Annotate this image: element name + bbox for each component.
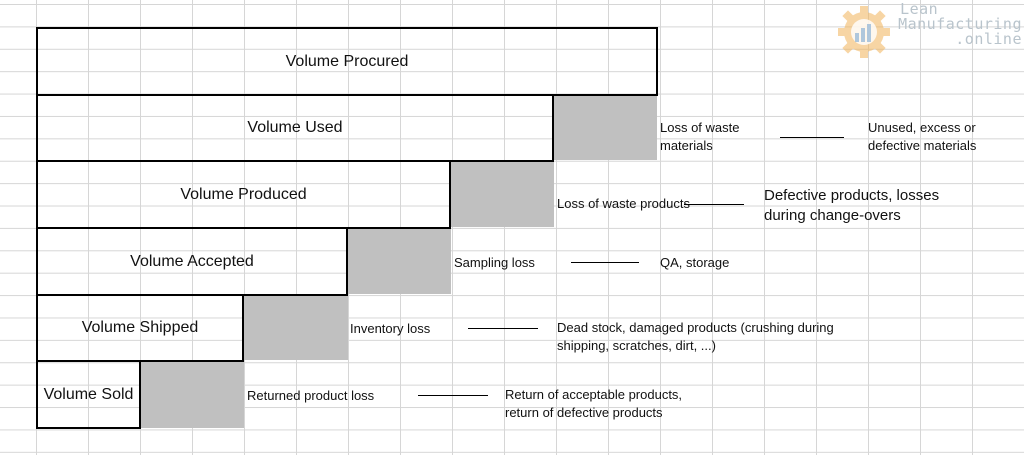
logo-line-2: Manufacturing [898,15,1022,33]
volume-shipped-box: Volume Shipped [36,294,244,362]
volume-used-label: Volume Used [247,119,343,136]
connector-inventory [468,328,538,329]
connector-waste-materials [780,137,844,138]
loss-block-waste-products [451,162,554,227]
loss-label-sampling: Sampling loss [454,255,535,270]
loss-block-returned-product [141,362,244,428]
volume-used-box: Volume Used [36,94,554,162]
cause-label-waste-materials: Unused, excess or defective materials [868,120,977,153]
cause-label-sampling: QA, storage [660,255,730,270]
connector-sampling [571,262,639,263]
volume-produced-label: Volume Produced [180,185,307,203]
volume-shipped-label: Volume Shipped [81,319,199,336]
cause-label-inventory: Dead stock, damaged products (crushing d… [557,320,834,353]
volume-accepted-label: Volume Accepted [130,252,254,270]
volume-procured-label: Volume Procured [285,52,409,70]
loss-label-waste-materials: Loss of waste materials [660,120,740,153]
logo-line-3: .online [955,30,1022,48]
loss-block-waste-materials [554,96,657,160]
lean-manufacturing-logo: Lean Manufacturing .online [834,2,1022,62]
loss-label-returned-product: Returned product loss [247,388,375,403]
volume-procured-box: Volume Procured [36,27,658,96]
gear-chart-icon [838,6,891,58]
loss-label-waste-products: Loss of waste products [557,196,690,211]
connector-waste-products [684,204,744,205]
loss-block-inventory [244,296,348,360]
volume-sold-label: Volume Sold [43,385,134,403]
cause-label-waste-products: Defective products, losses during change… [764,187,940,224]
logo-line-1: Lean [900,0,939,18]
volume-produced-box: Volume Produced [36,160,451,229]
connector-returned-product [418,395,488,396]
loss-label-inventory: Inventory loss [350,321,431,336]
cause-label-returned-product: Return of acceptable products, return of… [505,387,683,420]
volume-accepted-box: Volume Accepted [36,227,348,296]
volume-sold-box: Volume Sold [36,360,141,429]
loss-block-sampling [348,229,451,294]
